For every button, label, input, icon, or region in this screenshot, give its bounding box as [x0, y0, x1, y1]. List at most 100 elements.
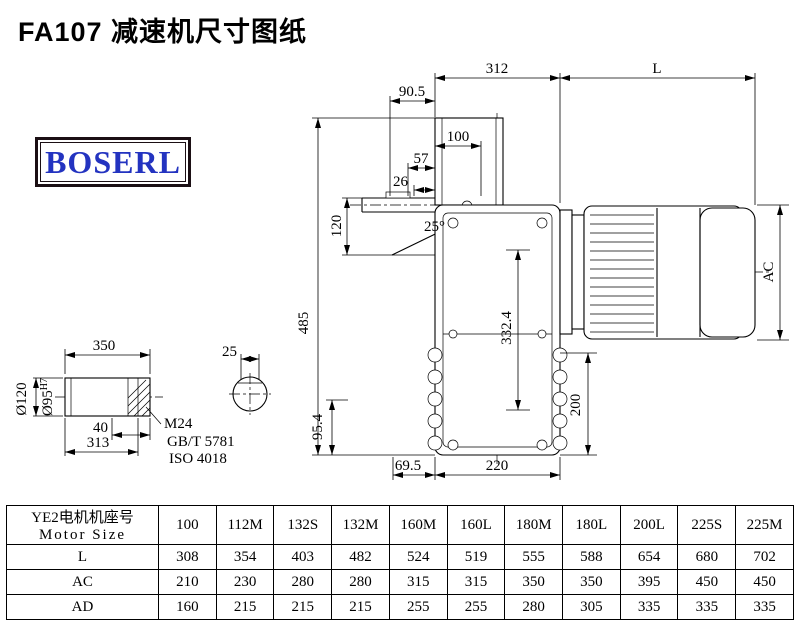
cell-L: 403 [273, 544, 333, 570]
dim-AC-label: AC [761, 262, 777, 283]
row-label-AC: AC [6, 569, 159, 595]
cell-L: 482 [331, 544, 390, 570]
bolt-hole [537, 329, 547, 339]
cell-AC: 350 [562, 569, 621, 595]
shaft-detail-view: 350 40 313 Ø120 Ø95H7 M24 GB/T 5781 ISO … [14, 338, 235, 467]
cell-AD: 335 [677, 594, 737, 620]
motor-size-header: YE2电机机座号 Motor Size [6, 505, 159, 545]
fan-cover [699, 207, 756, 338]
cell-AD: 215 [331, 594, 390, 620]
dim-220-label: 220 [486, 458, 509, 474]
cell-L: 524 [388, 544, 448, 570]
table-row-L: L 308 354 403 482 524 519 555 588 654 68… [6, 544, 794, 570]
size-col-header: 100 [158, 505, 217, 545]
table-row-AD: AD 160 215 215 215 255 255 280 305 335 3… [6, 594, 794, 620]
dim-332-4-label: 332.4 [499, 311, 515, 345]
dim-95-4-label: 95.4 [310, 413, 326, 440]
size-col-header: 112M [215, 505, 275, 545]
boserl-logo-text: BOSERL [45, 144, 181, 180]
m24-leader [145, 406, 162, 425]
dim-26-label: 26 [393, 174, 409, 190]
size-col-header: 225S [677, 505, 737, 545]
cell-AC: 280 [331, 569, 390, 595]
motor-size-header-en: Motor Size [38, 527, 127, 543]
dim-120-label: 120 [329, 215, 345, 238]
dim-485-label: 485 [296, 312, 312, 335]
cell-AC: 395 [619, 569, 679, 595]
motor-size-header-cn: YE2电机机座号 [31, 510, 134, 526]
size-col-header: 180M [504, 505, 564, 545]
motor [559, 205, 756, 340]
dim-L-label: L [652, 61, 661, 77]
cell-AC: 350 [504, 569, 564, 595]
main-view: 312 L 90.5 100 57 26 120 25° 485 332.4 A… [296, 61, 789, 480]
cell-AD: 215 [273, 594, 333, 620]
size-col-header: 132M [331, 505, 390, 545]
dim-40-label: 40 [93, 420, 108, 436]
dim-350-label: 350 [93, 338, 116, 354]
thread-m24-label: M24 [164, 416, 193, 432]
motor-size-table: YE2电机机座号 Motor Size 100 112M 132S 132M 1… [6, 505, 794, 620]
dim-100-label: 100 [447, 129, 470, 145]
cell-AD: 280 [504, 594, 564, 620]
cooling-ribs [427, 347, 568, 451]
reducer-technical-drawing: 312 L 90.5 100 57 26 120 25° 485 332.4 A… [14, 61, 789, 480]
dimension-lines [315, 75, 783, 478]
cell-AD: 255 [388, 594, 448, 620]
gearbox-housing [427, 204, 568, 456]
dim-69-5-label: 69.5 [395, 458, 421, 474]
size-col-header: 132S [273, 505, 333, 545]
cell-AC: 315 [446, 569, 506, 595]
size-col-header: 180L [562, 505, 621, 545]
dim-90-5-label: 90.5 [399, 84, 425, 100]
size-col-header: 200L [619, 505, 679, 545]
standard-iso-label: ISO 4018 [169, 451, 227, 467]
cell-L: 702 [735, 544, 794, 570]
cell-L: 354 [215, 544, 275, 570]
cell-AD: 335 [735, 594, 794, 620]
cell-AD: 255 [446, 594, 506, 620]
cell-AD: 215 [215, 594, 275, 620]
motor-fins [590, 214, 654, 333]
shaft-section-view: 25 [222, 344, 271, 415]
dim-57-label: 57 [414, 151, 430, 167]
size-col-header: 225M [735, 505, 794, 545]
cell-AD: 305 [562, 594, 621, 620]
cell-L: 588 [562, 544, 621, 570]
dim-25deg-label: 25° [424, 219, 445, 235]
table-row-header: YE2电机机座号 Motor Size 100 112M 132S 132M 1… [6, 505, 794, 545]
cell-AC: 210 [158, 569, 217, 595]
dim-200-label: 200 [568, 394, 584, 417]
cell-AC: 315 [388, 569, 448, 595]
dim-dia120-label: Ø120 [14, 382, 30, 415]
page-title: FA107 减速机尺寸图纸 [18, 17, 308, 47]
boserl-logo: BOSERL [35, 137, 191, 187]
cell-L: 654 [619, 544, 679, 570]
top-flange [434, 117, 504, 206]
cell-L: 308 [158, 544, 217, 570]
cell-AC: 230 [215, 569, 275, 595]
cell-L: 555 [504, 544, 564, 570]
dim-dia95-label: Ø95H7 [39, 378, 56, 416]
shaft-key [385, 191, 411, 199]
bolt-hole [536, 439, 548, 451]
cell-AC: 450 [677, 569, 737, 595]
dim-313-label: 313 [87, 435, 110, 451]
cell-AD: 335 [619, 594, 679, 620]
table-row-AC: AC 210 230 280 280 315 315 350 350 395 4… [6, 569, 794, 595]
cell-AC: 450 [735, 569, 794, 595]
bolt-hole [447, 439, 459, 451]
row-label-AD: AD [6, 594, 159, 620]
dim-312-label: 312 [486, 61, 509, 77]
cell-AC: 280 [273, 569, 333, 595]
size-col-header: 160L [446, 505, 506, 545]
dia95-tolerance: H7 [39, 378, 50, 390]
bolt-hole [448, 329, 458, 339]
standard-gbt-label: GB/T 5781 [167, 434, 235, 450]
hatching [128, 379, 150, 416]
cell-AD: 160 [158, 594, 217, 620]
row-label-L: L [6, 544, 159, 570]
dim-25-label: 25 [222, 344, 237, 360]
bolt-hole [447, 217, 459, 229]
cell-L: 680 [677, 544, 737, 570]
